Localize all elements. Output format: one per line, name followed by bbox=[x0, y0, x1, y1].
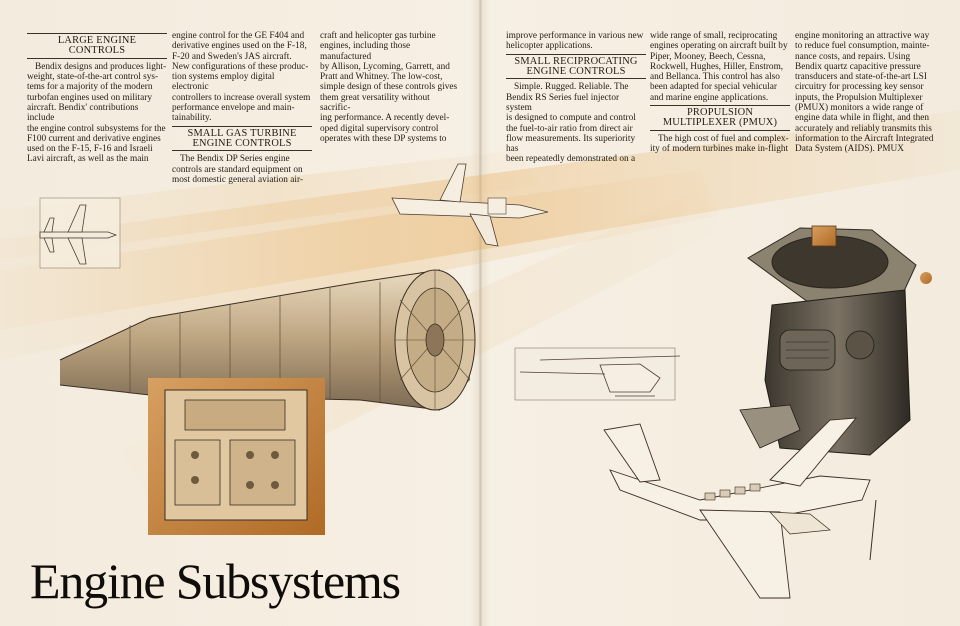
column-small-gas-turbine-cont: craft and helicopter gas turbine engines… bbox=[320, 31, 460, 144]
text-line: Bendix quartz capacitive pressure bbox=[795, 61, 921, 72]
text-line: by Allison, Lycoming, Garrett, and bbox=[320, 61, 450, 72]
column-large-engine-controls: LARGE ENGINE CONTROLS Bendix designs and… bbox=[27, 31, 167, 165]
column-pmux-cont: engine monitoring an attractive way to r… bbox=[795, 31, 935, 155]
text-line: engine monitoring an attractive way bbox=[795, 31, 930, 41]
text-line: weight, state-of-the-art control sys- bbox=[27, 72, 159, 83]
text-line: controllers to increase overall system bbox=[172, 92, 311, 103]
text-line: ing performance. A recently devel- bbox=[320, 113, 450, 124]
text-line: to reduce fuel consumption, mainte- bbox=[795, 41, 930, 52]
fuel-injector-servo bbox=[739, 225, 932, 456]
text-line: (PMUX) monitors a wide range of bbox=[795, 103, 924, 114]
text-line: New configurations of these produc- bbox=[172, 61, 309, 72]
text-line: Lavi aircraft, as well as the main bbox=[27, 154, 149, 165]
text-line: accurately and reliably transmits this bbox=[795, 123, 932, 134]
text-line: helicopter applications. bbox=[506, 41, 593, 52]
fuel-control-unit bbox=[148, 378, 325, 535]
column-small-gas-turbine: engine control for the GE F404 and deriv… bbox=[172, 31, 312, 185]
text-line: Piper, Mooney, Beech, Cessna, bbox=[650, 51, 766, 62]
heading-small-gas-turbine-engine-controls: SMALL GAS TURBINE ENGINE CONTROLS bbox=[172, 125, 312, 152]
text-line: them great versatility without sacrific- bbox=[320, 92, 430, 114]
heading-line: ENGINE CONTROLS bbox=[526, 66, 626, 77]
heading-line: MULTIPLEXER (PMUX) bbox=[662, 117, 778, 129]
text-line: Bendix designs and produces light- bbox=[35, 61, 167, 72]
heading-small-reciprocating-engine-controls: SMALL RECIPROCATING ENGINE CONTROLS bbox=[506, 53, 646, 80]
text-line: Data System (AIDS). PMUX bbox=[795, 144, 904, 155]
text-line: improve performance in various new bbox=[506, 31, 644, 41]
text-line: been adapted for special vehicular bbox=[650, 82, 777, 93]
text-line: Simple. Rugged. Reliable. The bbox=[514, 82, 629, 93]
text-line: tainability. bbox=[172, 113, 212, 124]
text-line: derivative engines used on the F-18, bbox=[172, 41, 307, 52]
column-small-reciprocating: improve performance in various new helic… bbox=[506, 31, 646, 165]
text-line: Bendix RS Series fuel injector system bbox=[506, 92, 620, 113]
heading-line: PROPULSION bbox=[686, 107, 754, 119]
fighter-jet-side-view bbox=[391, 163, 549, 247]
fighter-jet-plan-view bbox=[39, 197, 121, 269]
text-line: oped digital supervisory control bbox=[320, 123, 439, 134]
text-line: is designed to compute and control bbox=[506, 113, 636, 124]
heading-line: SMALL GAS TURBINE bbox=[187, 127, 297, 139]
text-line: turbofan engines used on military bbox=[27, 92, 152, 103]
text-line: ity of modern turbines make in-flight bbox=[650, 144, 789, 155]
text-line: F100 current and derivative engines bbox=[27, 133, 161, 144]
text-line: and marine engine applications. bbox=[650, 92, 769, 103]
text-line: simple design of these controls gives bbox=[320, 82, 458, 93]
text-line: circuitry for processing key sensor bbox=[795, 82, 924, 93]
helicopter-sketch bbox=[514, 347, 681, 401]
heading-line: LARGE ENGINE bbox=[57, 35, 137, 46]
heading-line: SMALL RECIPROCATING bbox=[514, 55, 638, 67]
text-line: and Bellanca. This control has also bbox=[650, 72, 780, 83]
text-line: tems for a majority of the modern bbox=[27, 82, 153, 93]
column-propulsion-multiplexer: wide range of small, reciprocating engin… bbox=[650, 31, 790, 154]
text-line: engine control for the GE F404 and bbox=[172, 31, 305, 41]
text-line: Rockwell, Hughes, Hiller, Enstrom, bbox=[650, 61, 784, 72]
text-line: engines, including those manufactured bbox=[320, 41, 411, 62]
text-line: The Bendix DP Series engine bbox=[180, 154, 290, 165]
text-line: inputs, the Propulsion Multiplexer bbox=[795, 92, 923, 103]
text-line: flow measurements. Its superiority has bbox=[506, 133, 636, 155]
text-line: engines operating on aircraft built by bbox=[650, 41, 788, 52]
text-line: transducers and state-of-the-art LSI bbox=[795, 72, 927, 83]
text-line: craft and helicopter gas turbine bbox=[320, 31, 436, 41]
page-title: Engine Subsystems bbox=[30, 553, 401, 609]
text-line: tion systems employ digital electronic bbox=[172, 72, 275, 93]
text-line: information to the Aircraft Integrated bbox=[795, 133, 934, 144]
text-line: controls are standard equipment on bbox=[172, 164, 303, 175]
text-line: wide range of small, reciprocating bbox=[650, 31, 778, 41]
text-line: F-20 and Sweden's JAS aircraft. bbox=[172, 51, 292, 62]
text-line: the engine control subsystems for the bbox=[27, 123, 166, 134]
text-line: aircraft. Bendix' contributions include bbox=[27, 103, 139, 124]
light-twin-aircraft-sketch bbox=[603, 417, 877, 599]
text-line: The high cost of fuel and complex- bbox=[658, 133, 789, 144]
text-line: Pratt and Whitney. The low-cost, bbox=[320, 72, 443, 83]
heading-line: CONTROLS bbox=[68, 45, 126, 57]
turbofan-engine-cutaway bbox=[59, 269, 476, 411]
heading-large-engine-controls: LARGE ENGINE CONTROLS bbox=[27, 33, 167, 59]
text-line: engine data while in flight, and then bbox=[795, 113, 929, 124]
text-line: performance envelope and main- bbox=[172, 103, 295, 114]
text-line: used on the F-15, F-16 and Israeli bbox=[27, 144, 153, 155]
text-line: operates with these DP systems to bbox=[320, 133, 447, 144]
text-line: most domestic general aviation air- bbox=[172, 175, 303, 186]
heading-line: ENGINE CONTROLS bbox=[192, 138, 292, 150]
text-line: the fuel-to-air ratio from direct air bbox=[506, 123, 633, 134]
heading-propulsion-multiplexer: PROPULSION MULTIPLEXER (PMUX) bbox=[650, 105, 790, 131]
text-line: nance costs, and repairs. Using bbox=[795, 51, 911, 62]
text-line: been repeatedly demonstrated on a bbox=[506, 154, 636, 165]
